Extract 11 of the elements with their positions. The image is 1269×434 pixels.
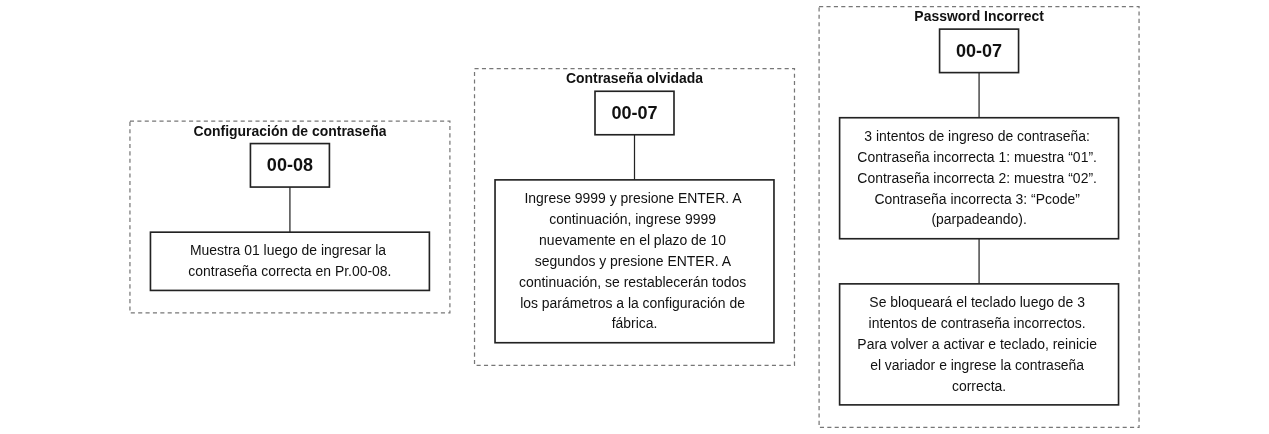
connector xyxy=(633,134,636,181)
node-box: Se bloqueará el teclado luego de 3 intentos de contraseña incorrectos. Para volver a activar e teclado, reinicie el variador e ingrese la contraseña correcta. xyxy=(838,283,1120,406)
node-box: 00-07 xyxy=(938,28,1020,74)
node-box: Muestra 01 luego de ingresar la contraseña correcta en Pr.00-08. xyxy=(149,231,431,292)
connector xyxy=(978,238,980,285)
node-box: 3 intentos de ingreso de contraseña: Contraseña incorrecta 1: muestra “01”. Contraseña incorrecta 2: muestra “02”. Contraseña incorrecta 3: “Pcode” (parpadeando). xyxy=(838,116,1120,240)
node-box: 00-07 xyxy=(594,90,675,136)
node-box: Ingrese 9999 y presione ENTER. A continuación, ingrese 9999 nuevamente en el plazo de 10 segundos y presione ENTER. A continuación, se restablecerán todos los parámetros a la configuración de fábrica. xyxy=(494,179,775,344)
node-box: 00-08 xyxy=(249,142,331,188)
connector xyxy=(978,72,980,119)
connector xyxy=(289,186,291,233)
